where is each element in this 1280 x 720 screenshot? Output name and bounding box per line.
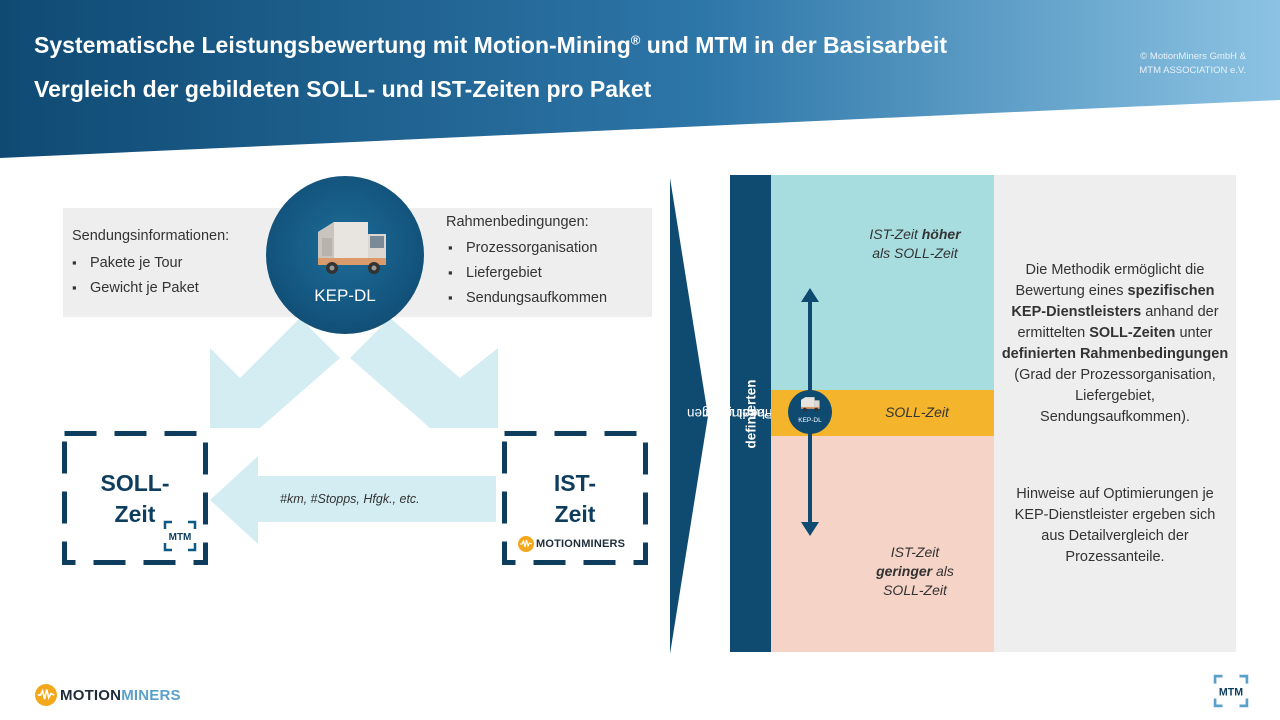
- motionminers-wave-icon: [35, 684, 57, 706]
- description-text-1: Die Methodik ermöglicht die Bewertung ei…: [1001, 262, 1229, 425]
- zone-top-text: IST-Zeit höher als SOLL-Zeit: [869, 226, 961, 261]
- arrow-to-ist: [350, 318, 498, 428]
- arrow-description: #km, #Stopps, Hfgk., etc.: [280, 492, 420, 506]
- description-panel: [994, 175, 1236, 652]
- kep-dl-label: KEP-DL: [314, 286, 376, 305]
- flow-arrows: [210, 318, 498, 544]
- conditions-title: Rahmenbedingungen:: [446, 214, 589, 230]
- kep-dl-marker-label: KEP-DL: [798, 417, 822, 424]
- arrow-to-soll: [210, 318, 340, 428]
- ist-zeit-label: IST- Zeit: [553, 470, 597, 527]
- list-item: Liefergebiet: [448, 265, 607, 281]
- arrow-ist-to-soll: [210, 456, 496, 544]
- svg-text:MTM: MTM: [169, 532, 192, 543]
- list-item: Gewicht je Paket: [72, 280, 229, 296]
- delivery-van-icon: [318, 222, 386, 274]
- mtm-footer-logo-icon: MTM: [1213, 674, 1249, 708]
- copyright-notice: © MotionMiners GmbH & MTM ASSOCIATION e.…: [1139, 51, 1246, 76]
- vertical-axis-label: Zeit/Paket unter definierten Rahmenbedin…: [685, 378, 816, 449]
- page-subtitle: Vergleich der gebildeten SOLL- und IST-Z…: [34, 76, 652, 102]
- soll-box: [62, 431, 208, 565]
- motionminers-small-logo: MOTIONMINERS: [518, 536, 625, 552]
- zone-bottom-text: IST-Zeit geringer als SOLL-Zeit: [876, 544, 954, 598]
- page-title: Systematische Leistungsbewertung mit Mot…: [34, 32, 948, 58]
- vertical-axis-bar: [730, 175, 771, 652]
- ist-box: [502, 431, 648, 565]
- soll-zeit-label: SOLL- Zeit: [100, 470, 170, 527]
- zone-mid-text: SOLL-Zeit: [885, 404, 949, 420]
- description-text-2: Hinweise auf Optimierungen je KEP-Dienst…: [1014, 486, 1216, 565]
- header-banner: [0, 0, 1280, 158]
- motionminers-wave-icon: [518, 536, 534, 552]
- delivery-van-icon: [801, 397, 820, 412]
- list-item: Pakete je Tour: [72, 255, 229, 271]
- shipment-info-title: Sendungsinformationen:: [72, 228, 230, 244]
- mtm-logo-icon: MTM: [163, 520, 197, 552]
- conditions-info: Rahmenbedingungen: Prozessorganisation L…: [446, 214, 607, 306]
- list-item: Prozessorganisation: [448, 240, 607, 256]
- svg-text:MTM: MTM: [1219, 686, 1243, 698]
- list-item: Sendungsaufkommen: [448, 290, 607, 306]
- shipment-info: Sendungsinformationen: Pakete je Tour Ge…: [72, 228, 229, 296]
- divider-chevron: [670, 178, 708, 654]
